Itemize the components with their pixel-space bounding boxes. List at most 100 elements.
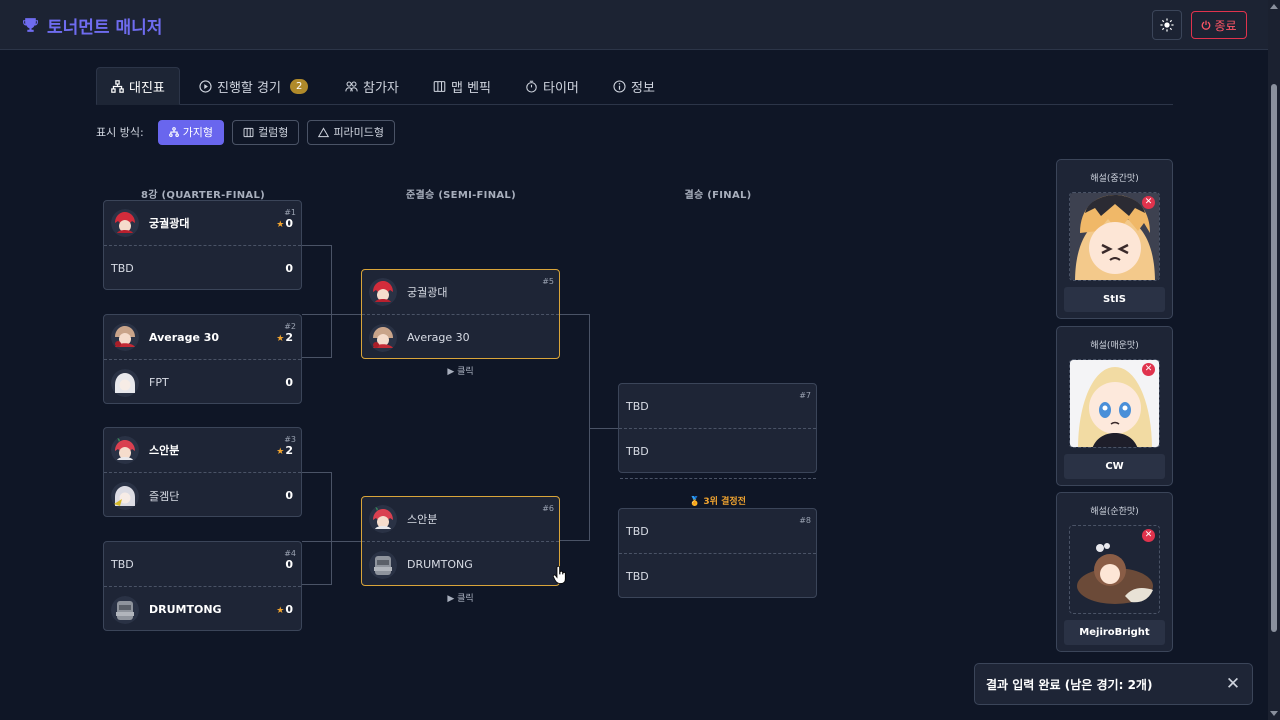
result-toast: 결과 입력 완료 (남은 경기: 2개) ✕ [974,663,1253,705]
team-name: TBD [111,262,134,275]
team-avatar [369,323,397,352]
match-card-3[interactable]: #3 스안분 ★2 즐겜단 0 [103,427,302,517]
scroll-down-arrow-icon[interactable] [1270,711,1278,716]
match-slot-bottom: 즐겜단 0 [104,473,301,518]
team-score: 0 [285,489,293,502]
scroll-up-arrow-icon[interactable] [1270,4,1278,9]
tab-info[interactable]: 정보 [599,67,669,105]
match-card-7[interactable]: #7 TBD TBD [618,383,817,473]
match-number: #6 [542,504,554,513]
exit-button-label: 종료 [1214,18,1237,33]
remove-caster-icon[interactable]: ✕ [1142,363,1155,376]
team-name: TBD [626,445,649,458]
view-mode-label: 표시 방식: [96,126,144,139]
match-slot-top: TBD [619,384,816,429]
caster-card-spicy: 해설(매운맛) ✕ CW [1056,326,1173,486]
bracket-tree-icon [111,79,124,93]
trophy-icon [23,18,38,32]
app-title-text: 토너먼트 매니저 [47,18,163,38]
branch-icon [168,127,179,137]
team-name: TBD [626,399,649,413]
match-slot-bottom: Average 30 [362,315,559,360]
tab-pending-matches-label: 진행할 경기 [217,80,281,96]
scroll-thumb[interactable] [1271,84,1277,632]
remove-caster-icon[interactable]: ✕ [1142,196,1155,209]
caster-role: 해설(순한맛) [1090,507,1139,517]
tab-participants-label: 참가자 [363,80,399,96]
match-slot-top: 궁궐광대 [362,270,559,315]
team-avatar [111,436,139,464]
bracket-connector [302,472,332,585]
match-slot-top: TBD 0 [104,542,301,587]
match-number: #8 [799,516,811,525]
medal-icon: 🏅 [689,497,701,507]
click-hint[interactable]: ▶ 클릭 [447,594,474,604]
columns-icon [243,127,254,137]
tab-participants[interactable]: 참가자 [331,67,413,105]
bracket-connector [302,541,361,542]
tab-timer[interactable]: 타이머 [511,67,593,105]
caster-portrait[interactable]: ✕ [1069,359,1160,448]
tab-info-label: 정보 [631,80,655,96]
view-mode-pyramid-label: 피라미드형 [333,126,385,139]
match-slot-bottom: FPT 0 [104,360,301,405]
team-name: DRUMTONG [149,603,222,616]
team-name: FPT [149,376,169,389]
match-slot-bottom: TBD [619,554,816,599]
team-avatar [369,278,397,306]
power-icon [1202,20,1211,30]
team-name: TBD [626,524,649,538]
bracket-connector [560,314,590,541]
team-name: TBD [111,557,134,571]
close-icon[interactable]: ✕ [1225,674,1241,694]
team-name: TBD [626,570,649,583]
caster-portrait[interactable]: ✕ [1069,525,1160,614]
main-tabs: 대진표 진행할 경기 2 참가자 맵 벤픽 타이머 정보 [96,67,1173,105]
caster-name: StIS [1064,287,1165,312]
sun-icon [1160,18,1174,32]
click-hint[interactable]: ▶ 클릭 [447,367,474,377]
match-slot-bottom: TBD [619,429,816,474]
match-card-8[interactable]: #8 TBD TBD [618,508,817,598]
caster-card-medium: 해설(중간맛) ✕ StIS [1056,159,1173,319]
tab-pending-matches[interactable]: 진행할 경기 2 [185,67,322,105]
match-number: #4 [284,549,296,558]
match-card-4[interactable]: #4 TBD 0 DRUMTONG ★0 [103,541,302,631]
match-card-6[interactable]: #6 스안분 DRUMTONG [361,496,560,586]
match-card-5[interactable]: #5 궁궐광대 Average 30 [361,269,560,359]
match-card-2[interactable]: #2 Average 30 ★2 FPT 0 [103,314,302,404]
exit-button[interactable]: 종료 [1191,11,1247,39]
page-scrollbar[interactable] [1268,0,1280,720]
tab-bracket[interactable]: 대진표 [96,67,180,105]
remove-caster-icon[interactable]: ✕ [1142,529,1155,542]
team-name: 스안분 [407,513,438,526]
caster-portrait[interactable]: ✕ [1069,192,1160,281]
match-slot-top: 스안분 [362,497,559,542]
match-card-1[interactable]: #1 궁궐광대 ★0 TBD 0 [103,200,302,290]
view-mode-column-button[interactable]: 컬럼형 [232,119,300,145]
team-avatar [369,505,397,533]
team-name: 즐겜단 [149,489,180,503]
tab-map-banpick[interactable]: 맵 벤픽 [419,67,505,105]
people-icon [345,81,358,91]
match-slot-top: 스안분 ★2 [104,428,301,473]
match-slot-top: TBD [619,509,816,554]
team-avatar [111,323,139,351]
team-avatar [369,550,397,579]
tab-timer-label: 타이머 [543,80,579,96]
info-icon [613,79,626,93]
winner-star-icon: ★ [276,446,285,457]
winner-star-icon: ★ [276,219,285,230]
theme-toggle-button[interactable] [1152,10,1182,40]
third-place-label: 🏅 3위 결정전 [689,497,746,507]
team-score: ★0 [276,216,293,230]
winner-star-icon: ★ [276,606,285,616]
hand-cursor-icon [553,566,566,584]
view-mode-branch-button[interactable]: 가지형 [157,119,225,145]
team-score: ★2 [276,443,293,457]
third-place-divider [620,478,816,479]
triangle-icon [318,126,330,137]
round-title-final: 결승 (FINAL) [684,190,752,201]
view-mode-pyramid-button[interactable]: 피라미드형 [307,119,396,145]
team-avatar [111,209,139,237]
